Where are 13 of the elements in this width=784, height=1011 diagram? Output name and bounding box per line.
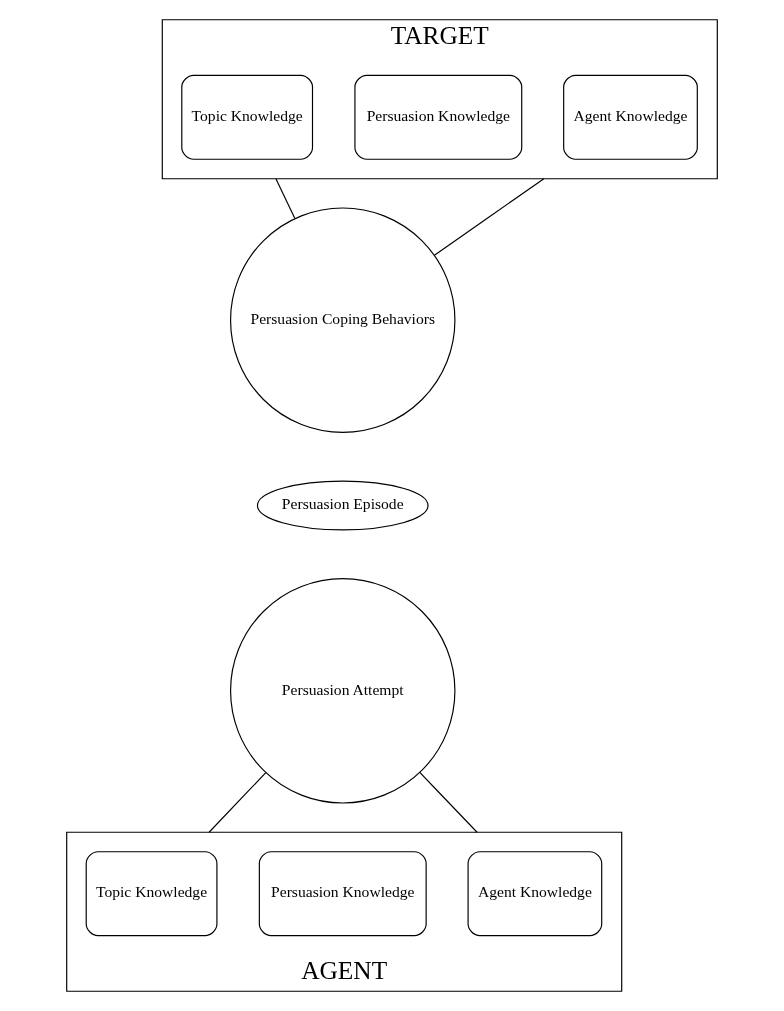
node-box: Persuasion Knowledge (258, 851, 427, 937)
node-box: Topic Knowledge (181, 74, 314, 160)
node-box: Agent Knowledge (467, 851, 603, 937)
connector (433, 178, 545, 256)
node-circle: Persuasion Attempt (230, 578, 456, 804)
node-box: Agent Knowledge (563, 74, 698, 160)
node-box: Topic Knowledge (85, 851, 218, 937)
node-ellipse: Persuasion Episode (256, 480, 429, 531)
node-circle: Persuasion Coping Behaviors (230, 207, 456, 433)
connector (208, 772, 267, 833)
connector (419, 771, 478, 833)
connector (275, 178, 296, 219)
node-box: Persuasion Knowledge (354, 74, 523, 160)
